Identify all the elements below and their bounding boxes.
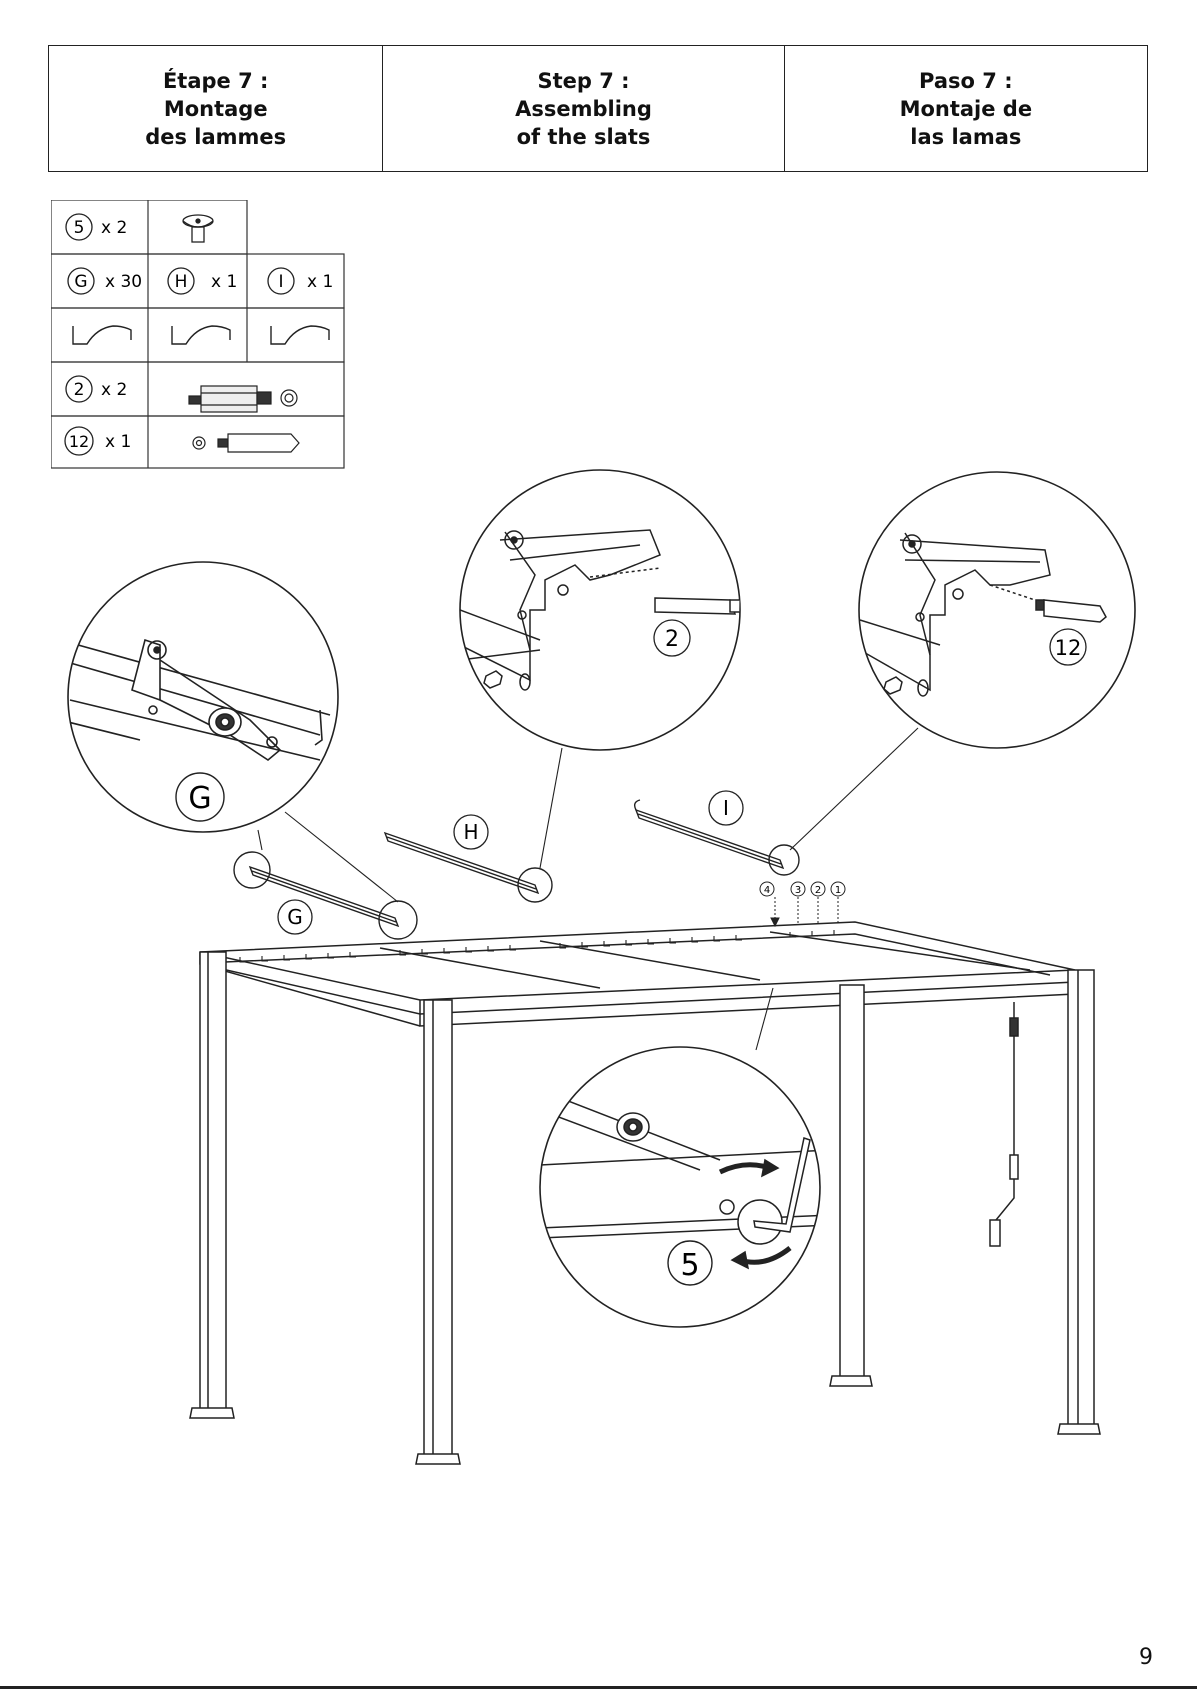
callout-5-text: 5 [680, 1248, 699, 1283]
svg-text:4: 4 [764, 885, 770, 896]
callout-12-text: 12 [1055, 636, 1082, 660]
svg-text:3: 3 [795, 885, 801, 896]
label-i: I [709, 791, 743, 825]
svg-text:2: 2 [815, 885, 821, 896]
label-g: G [278, 900, 312, 934]
zoom-detail-5: 5 [540, 1047, 830, 1327]
svg-text:G: G [287, 905, 303, 929]
zoom-detail-2: 2 [460, 470, 740, 750]
svg-text:1: 1 [835, 885, 841, 896]
svg-text:I: I [723, 796, 729, 820]
bottom-rule [0, 1686, 1197, 1689]
callout-g-text: G [188, 781, 211, 816]
slat-position-markers: 4 3 2 1 [760, 882, 845, 926]
label-h: H [454, 815, 488, 849]
page-number: 9 [1139, 1645, 1153, 1670]
svg-text:H: H [463, 820, 478, 844]
zoom-detail-12: 12 [859, 472, 1135, 748]
zoom-detail-g: G [60, 562, 338, 832]
callout-2-text: 2 [665, 627, 679, 652]
